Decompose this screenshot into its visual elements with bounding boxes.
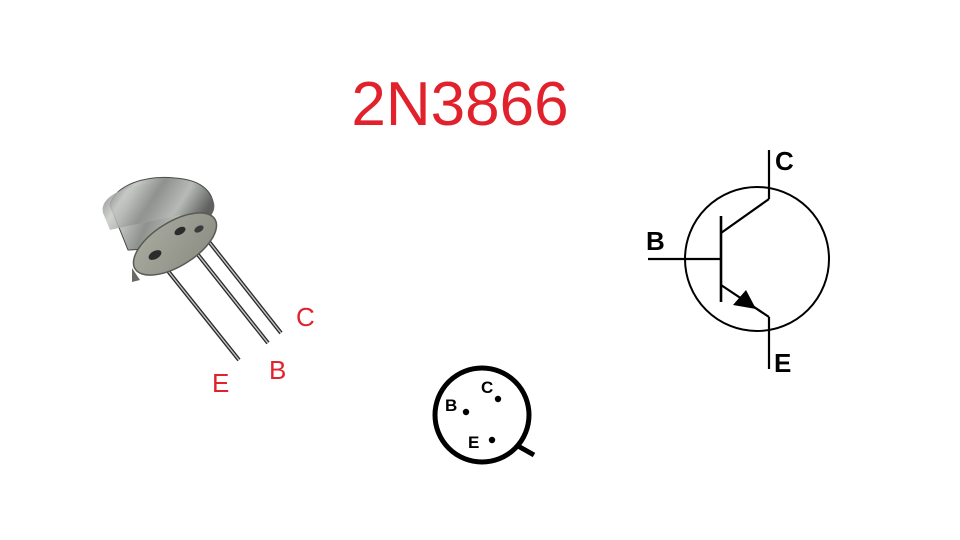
schematic-label-emitter: E (774, 348, 791, 378)
photo-label-collector: C (296, 302, 315, 332)
emitter-arrow-icon (733, 290, 756, 309)
pinout-tab (516, 443, 536, 458)
schematic-label-base: B (646, 226, 665, 256)
pinout-outline (432, 365, 532, 465)
pinout-label-collector: C (481, 378, 493, 397)
photo-label-base: B (269, 355, 287, 385)
pinout-label-emitter: E (468, 433, 479, 452)
pin-dot-emitter (488, 436, 496, 444)
photo-label-emitter: E (212, 368, 230, 398)
collector-diagonal (720, 198, 770, 234)
pin-dot-base (462, 408, 470, 416)
pin-dot-collector (494, 395, 502, 403)
pinout-label-base: B (445, 396, 457, 415)
schematic-label-collector: C (775, 146, 794, 176)
transistor-can (102, 176, 218, 282)
part-number-title: 2N3866 (351, 70, 569, 139)
